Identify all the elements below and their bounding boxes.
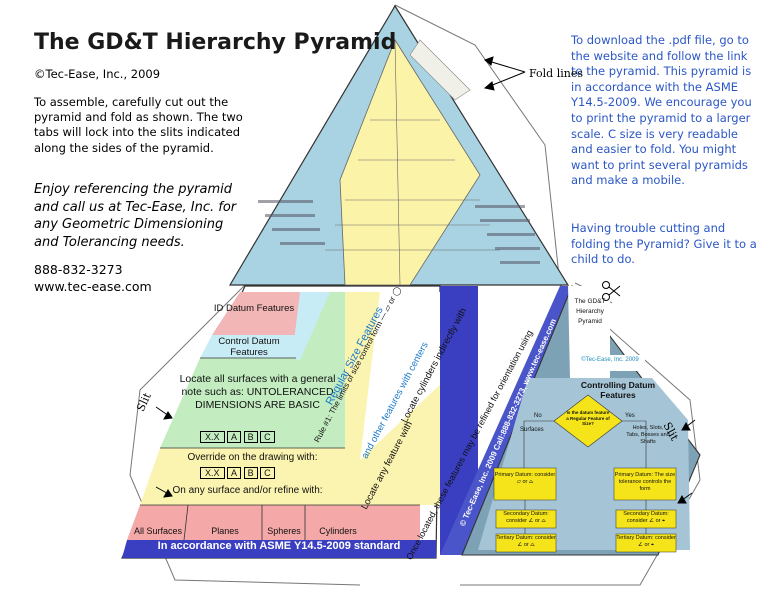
tab-copyright: ©Tec-Ease, Inc. 2009 <box>581 357 639 363</box>
column-planes: Planes <box>211 526 239 536</box>
tab-title: Controlling Datum Features <box>580 380 656 400</box>
decision-label: Is the datum feature a Regular Feature o… <box>566 410 610 426</box>
fold-lines-label: Fold lines <box>529 67 583 80</box>
holes-label: Holes, Slots, Tabs, Bosses and Shafts <box>626 425 670 445</box>
control-datum-label: Control Datum Features <box>218 336 280 358</box>
download-note: To download the .pdf file, go to the web… <box>571 33 752 188</box>
yes-label: Yes <box>625 413 635 419</box>
locate-general-label: Locate all surfaces with a general note … <box>179 373 336 411</box>
fcf-cell: B <box>243 431 258 443</box>
tab-panel <box>461 284 701 556</box>
refine-label: On any surface and/or refine with: <box>172 485 323 496</box>
right-box-secondary: Secondary Datum: consider ∠ or ⌖ <box>623 511 669 524</box>
top-face <box>228 4 570 286</box>
override-label: Override on the drawing with: <box>187 452 318 463</box>
tab-label: The GD&T Hierarchy Pyramid <box>574 298 606 325</box>
fcf-cell: B <box>243 467 258 479</box>
fcf-cell: A <box>227 431 242 443</box>
left-box-secondary: Secondary Datum: consider ∠ or ⌓ <box>503 511 549 524</box>
column-all-surfaces: All Surfaces <box>133 526 183 536</box>
column-spheres: Spheres <box>267 526 301 536</box>
id-datum-label: ID Datum Features <box>213 303 295 314</box>
enjoy-note: Enjoy referencing the pyramid and call u… <box>34 182 237 250</box>
fcf-cell: X.X <box>200 467 225 479</box>
website-link[interactable]: www.tec-ease.com <box>34 279 152 294</box>
scissors-icon <box>602 281 621 301</box>
left-box-primary: Primary Datum: consider ⏥ or ⌓ <box>494 472 556 485</box>
assembly-note: To assemble, carefully cut out the pyram… <box>34 95 243 155</box>
phone-number: 888-832-3273 <box>34 262 123 277</box>
copyright-text: ©Tec-Ease, Inc., 2009 <box>34 67 161 81</box>
fcf-row-bottom: X.X A B C <box>200 467 275 479</box>
contact-block: 888-832-3273 www.tec-ease.com <box>34 261 152 295</box>
fcf-cell: A <box>227 467 242 479</box>
fcf-cell: C <box>260 431 275 443</box>
left-box-tertiary: Tertiary Datum: consider ∠ or ⌓ <box>496 535 556 548</box>
bottom-banner: In accordance with ASME Y14.5-2009 stand… <box>157 540 401 552</box>
column-cylinders: Cylinders <box>319 526 357 536</box>
side-strip <box>440 286 575 555</box>
surfaces-label: Surfaces <box>520 427 544 433</box>
fcf-cell: X.X <box>200 431 225 443</box>
page-title: The GD&T Hierarchy Pyramid <box>34 30 397 55</box>
fcf-row-top: X.X A B C <box>200 431 275 443</box>
no-label: No <box>534 413 542 419</box>
fold-arrows <box>155 56 696 504</box>
fcf-cell: C <box>260 467 275 479</box>
right-box-tertiary: Tertiary Datum: consider ∠ or ⌖ <box>616 535 676 548</box>
trouble-note: Having trouble cutting and folding the P… <box>571 221 757 267</box>
right-box-primary: Primary Datum: The size tolerance contro… <box>614 472 676 492</box>
front-face <box>121 285 445 559</box>
